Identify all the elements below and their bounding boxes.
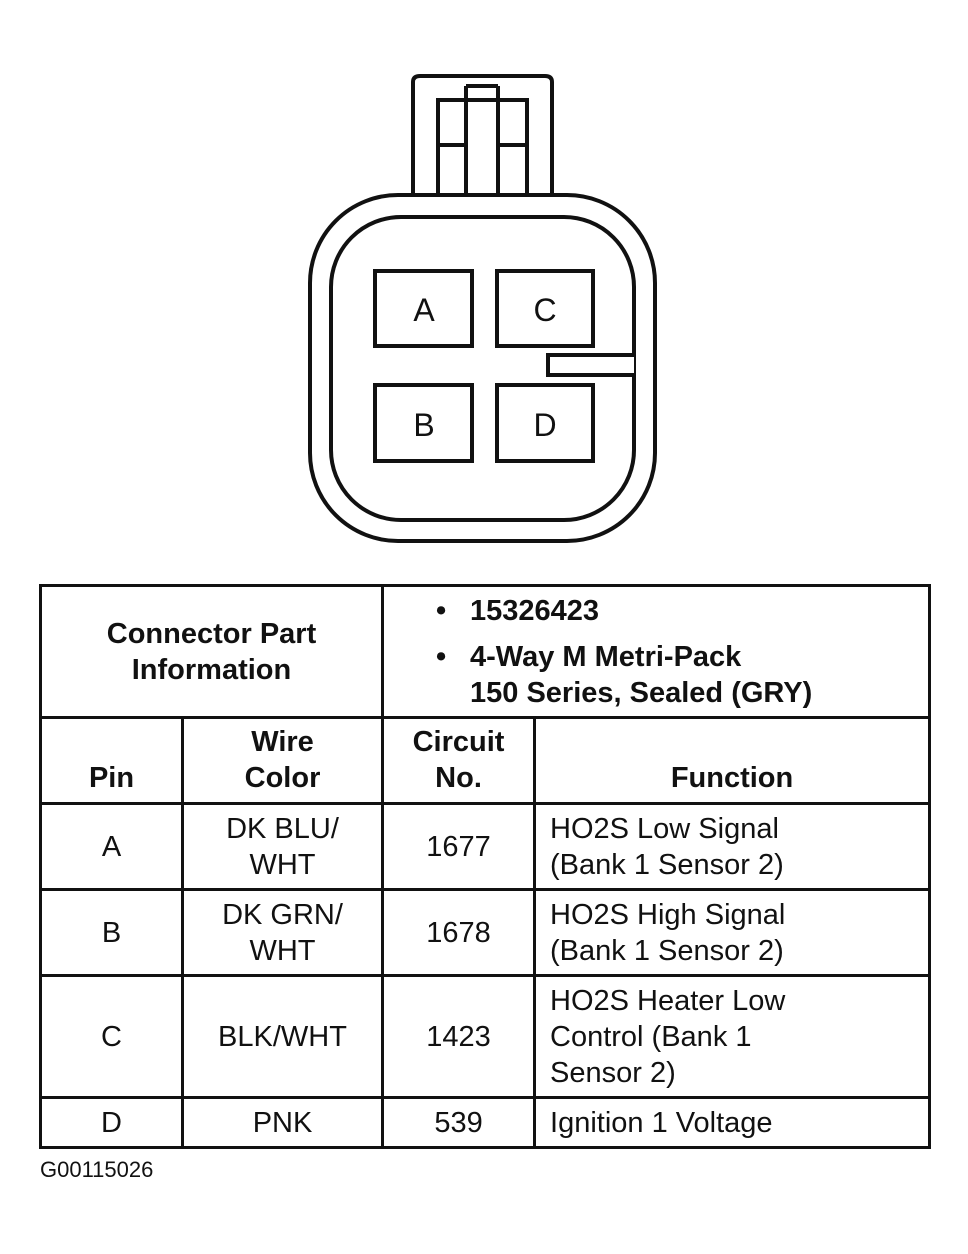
wire-color-line: BLK/WHT [218, 1020, 347, 1053]
table-row: B DK GRN/ WHT 1678 HO2S High Signal (Ban… [39, 888, 932, 977]
function-cell: HO2S High Signal (Bank 1 Sensor 2) [533, 888, 932, 977]
column-header-wire-color: Wire Color [180, 716, 385, 805]
part-number-item: • 15326423 [436, 593, 928, 629]
column-header-pin: Pin [39, 716, 184, 805]
pin-cell: D [39, 1096, 184, 1149]
function-line: HO2S Heater Low [550, 984, 786, 1017]
function-line: Ignition 1 Voltage [550, 1106, 773, 1139]
column-header-text: Color [244, 762, 321, 794]
column-header-text: Circuit [412, 726, 505, 758]
wire-color-line: WHT [249, 848, 316, 881]
part-info-label-line: Connector Part [106, 617, 317, 650]
function-line: (Bank 1 Sensor 2) [550, 848, 784, 881]
table-row: A DK BLU/ WHT 1677 HO2S Low Signal (Bank… [39, 802, 932, 891]
column-header-text: Pin [88, 762, 135, 794]
connector-locking-tab [411, 74, 554, 197]
function-cell: HO2S Low Signal (Bank 1 Sensor 2) [533, 802, 932, 891]
table-row: D PNK 539 Ignition 1 Voltage [39, 1096, 932, 1149]
wire-color-line: WHT [249, 934, 316, 967]
circuit-cell: 1678 [381, 888, 537, 977]
pin-cell: A [39, 802, 184, 891]
part-info-label-line: Information [131, 653, 292, 686]
bullet: • [436, 640, 447, 673]
wire-color-line: PNK [252, 1106, 313, 1139]
wire-color-cell: DK GRN/ WHT [180, 888, 385, 977]
connector-key [546, 353, 634, 377]
column-header-text: Function [670, 762, 794, 794]
figure-code: G00115026 [40, 1157, 154, 1182]
pin-cavity-label: B [413, 407, 434, 443]
column-header-function: Function [533, 716, 932, 805]
column-header-text: No. [435, 762, 482, 794]
part-info-row: Connector Part Information • 15326423 • … [38, 584, 932, 719]
part-number: 15326423 [470, 594, 600, 627]
part-description-line: 4-Way M Metri-Pack [470, 640, 742, 673]
function-line: Sensor 2) [550, 1056, 676, 1089]
pin-cell: C [39, 974, 184, 1099]
function-line: Control (Bank 1 [550, 1020, 752, 1053]
column-header-row: Pin Wire Color Circuit No. Function [39, 716, 932, 805]
function-line: HO2S Low Signal [550, 812, 779, 845]
wire-color-line: DK GRN/ [222, 898, 343, 931]
wire-color-cell: DK BLU/ WHT [180, 802, 385, 891]
pin-cell: B [39, 888, 184, 977]
wire-color-cell: BLK/WHT [180, 974, 385, 1099]
table-row: C BLK/WHT 1423 HO2S Heater Low Control (… [39, 974, 932, 1099]
column-header-circuit: Circuit No. [381, 716, 537, 805]
circuit-cell: 1677 [381, 802, 537, 891]
function-line: HO2S High Signal [550, 898, 786, 931]
pin-cavity-c: C [495, 269, 595, 348]
part-description-item: • 4-Way M Metri-Pack 150 Series, Sealed … [436, 639, 928, 711]
pin-cavity-d: D [495, 383, 595, 463]
circuit-cell: 539 [381, 1096, 537, 1149]
wire-color-line: DK BLU/ [226, 812, 339, 845]
pin-cavity-label: A [413, 292, 435, 328]
connector-pinout-table: Connector Part Information • 15326423 • … [38, 584, 932, 1149]
pin-cavity-label: C [533, 292, 556, 328]
part-info-label: Connector Part Information [38, 584, 385, 719]
function-line: (Bank 1 Sensor 2) [550, 934, 784, 967]
circuit-cell: 1423 [381, 974, 537, 1099]
pin-cavity-b: B [373, 383, 474, 463]
column-header-text: Wire [251, 726, 314, 758]
wire-color-cell: PNK [180, 1096, 385, 1149]
part-description-line: 150 Series, Sealed (GRY) [470, 676, 813, 709]
part-info-details: • 15326423 • 4-Way M Metri-Pack 150 Seri… [381, 584, 932, 719]
pin-cavity-label: D [533, 407, 556, 443]
pin-cavity-a: A [373, 269, 474, 348]
connector-diagram: A C B D [308, 74, 657, 543]
function-cell: Ignition 1 Voltage [533, 1096, 932, 1149]
function-cell: HO2S Heater Low Control (Bank 1 Sensor 2… [533, 974, 932, 1099]
bullet: • [436, 594, 447, 627]
